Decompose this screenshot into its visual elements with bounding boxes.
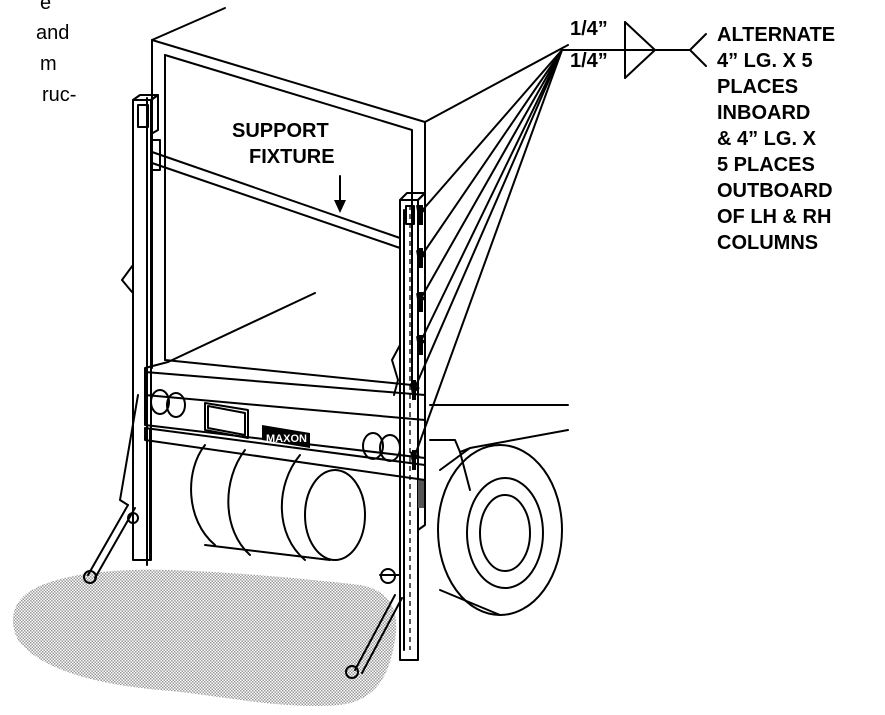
rear-tires [190,444,563,616]
body-text-line-3: m [40,53,57,75]
weld-note-line-2: 4” LG. X 5 [717,50,813,72]
weld-note-line-4: INBOARD [717,102,811,124]
truck-chassis [429,404,569,491]
weld-leader-lines [410,49,563,463]
weld-note-line-1: ALTERNATE [717,24,836,46]
weld-size-top: 1/4” [570,18,608,40]
weld-note-line-8: OF LH & RH [717,206,832,228]
weld-note-line-3: PLACES [717,76,799,98]
body-text-line-4: ruc- [42,84,77,106]
weld-note-line-5: & 4” LG. X [717,128,816,150]
weld-note-line-7: OUTBOARD [717,180,833,202]
body-text-line-1: e [40,0,52,14]
maxon-plate: MAXON [266,433,307,445]
support-label-line-1: SUPPORT [232,120,329,142]
left-column [119,94,161,566]
platform-arms [83,504,403,679]
body-text-line-2: and [36,22,70,44]
control-panel: MAXON [144,361,426,481]
support-fixture-bar [151,151,401,249]
support-label-line-2: FIXTURE [249,146,335,168]
support-fixture-arrow [334,175,346,213]
truck-body [151,7,569,396]
lift-platform [12,569,397,707]
weld-symbol [561,21,707,79]
right-column [391,192,426,661]
weld-size-bottom: 1/4” [570,50,608,72]
weld-note-line-6: 5 PLACES [717,154,815,176]
weld-note-line-9: COLUMNS [717,232,819,254]
